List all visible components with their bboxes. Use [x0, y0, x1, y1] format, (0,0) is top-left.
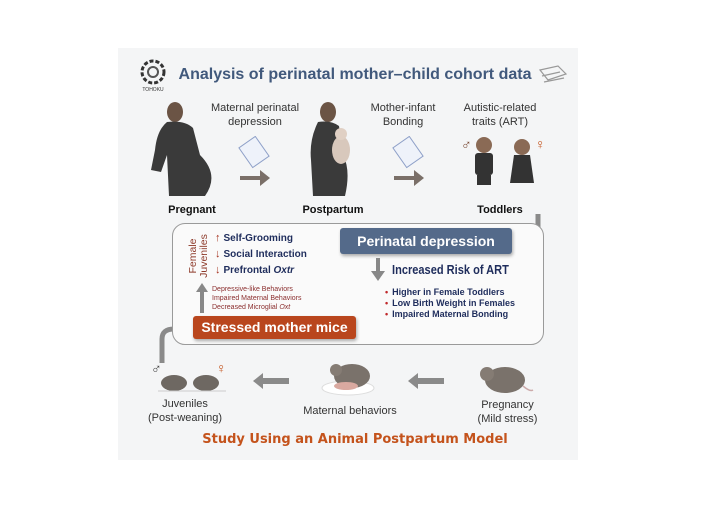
bullet-text: Higher in Female Toddlers [392, 287, 505, 297]
label-line: Autistic-related [463, 102, 537, 114]
mother-effect: Impaired Maternal Behaviors [212, 295, 302, 302]
effect-text: Social Interaction [223, 249, 307, 260]
juvenile-effect: ↑Self-Grooming [215, 232, 293, 244]
down-arrow-icon [371, 258, 385, 281]
art-label: Autistic-related traits (ART) [455, 101, 545, 129]
mother-effect: Decreased Microglial Oxt [212, 303, 290, 312]
female-symbol: ♀ [535, 136, 546, 152]
bullet-text: Impaired Maternal Bonding [392, 309, 509, 319]
label-line: Maternal perinatal [210, 102, 300, 114]
label-line: Pregnancy [481, 399, 534, 411]
up-arrow-icon: ↑ [215, 232, 221, 244]
maternal-mouse-icon [321, 364, 375, 396]
postpartum-mother-icon [310, 102, 350, 196]
logo-text: TOHOKU [142, 87, 164, 93]
risk-bullet: •Impaired Maternal Bonding [385, 309, 509, 319]
stage-pregnant: Pregnant [168, 204, 216, 216]
maternal-behaviors-label: Maternal behaviors [303, 405, 397, 417]
effect-text: Decreased Microglial [212, 304, 280, 311]
gene-name: Oxt [279, 304, 291, 311]
label-line: traits (ART) [471, 116, 529, 128]
data-icon [538, 65, 568, 83]
label-line: Mother-infant [370, 102, 436, 114]
juvenile-mice-icon [158, 375, 226, 392]
female-symbol: ♀ [216, 360, 227, 376]
toddlers-icon [475, 137, 534, 185]
perinatal-depression-box: Perinatal depression [340, 228, 512, 254]
label-line: Bonding [382, 116, 424, 128]
left-arrow-icon [408, 373, 444, 389]
effect-text: Self-Grooming [223, 233, 293, 244]
up-arrow-icon [196, 283, 208, 313]
risk-bullet: •Low Birth Weight in Females [385, 298, 516, 308]
questionnaire-icon [392, 136, 424, 186]
transition-bonding-label: Mother-infant Bonding [355, 101, 451, 129]
risk-bullet: •Higher in Female Toddlers [385, 287, 505, 297]
effect-text: Prefrontal [223, 265, 274, 276]
label-line: (Post-weaning) [148, 412, 222, 424]
juvenile-effect: ↓Prefrontal Oxtr [215, 264, 294, 276]
pregnant-woman-icon [151, 102, 212, 196]
stage-toddlers: Toddlers [477, 204, 523, 216]
juvenile-effect: ↓Social Interaction [215, 248, 307, 260]
gene-name: Oxtr [273, 265, 295, 276]
label-line: (Mild stress) [477, 413, 538, 425]
label-line: Juveniles [162, 398, 208, 410]
male-symbol: ♂ [151, 360, 162, 376]
stage-postpartum: Postpartum [302, 204, 364, 216]
mother-effect: Depressive-like Behaviors [212, 286, 293, 293]
risk-title: Increased Risk of ART [392, 262, 509, 277]
university-logo-icon [140, 59, 166, 85]
transition-depression-label: Maternal perinatal depression [205, 101, 305, 129]
bullet-text: Low Birth Weight in Females [392, 298, 516, 308]
female-juveniles-label: Female Juveniles [187, 234, 210, 278]
male-symbol: ♂ [461, 136, 472, 152]
label-line: depression [228, 116, 282, 128]
questionnaire-icon [238, 136, 270, 186]
stressed-mother-mice-box: Stressed mother mice [193, 316, 356, 339]
pregnancy-label: Pregnancy (Mild stress) [465, 398, 550, 426]
title: Analysis of perinatal mother–child cohor… [178, 66, 532, 83]
down-arrow-icon: ↓ [215, 248, 221, 260]
left-arrow-icon [253, 373, 289, 389]
down-arrow-icon: ↓ [215, 264, 221, 276]
bottom-title: Study Using an Animal Postpartum Model [202, 432, 508, 447]
pregnant-mouse-icon [480, 367, 534, 393]
juveniles-label: Juveniles (Post-weaning) [140, 397, 230, 425]
